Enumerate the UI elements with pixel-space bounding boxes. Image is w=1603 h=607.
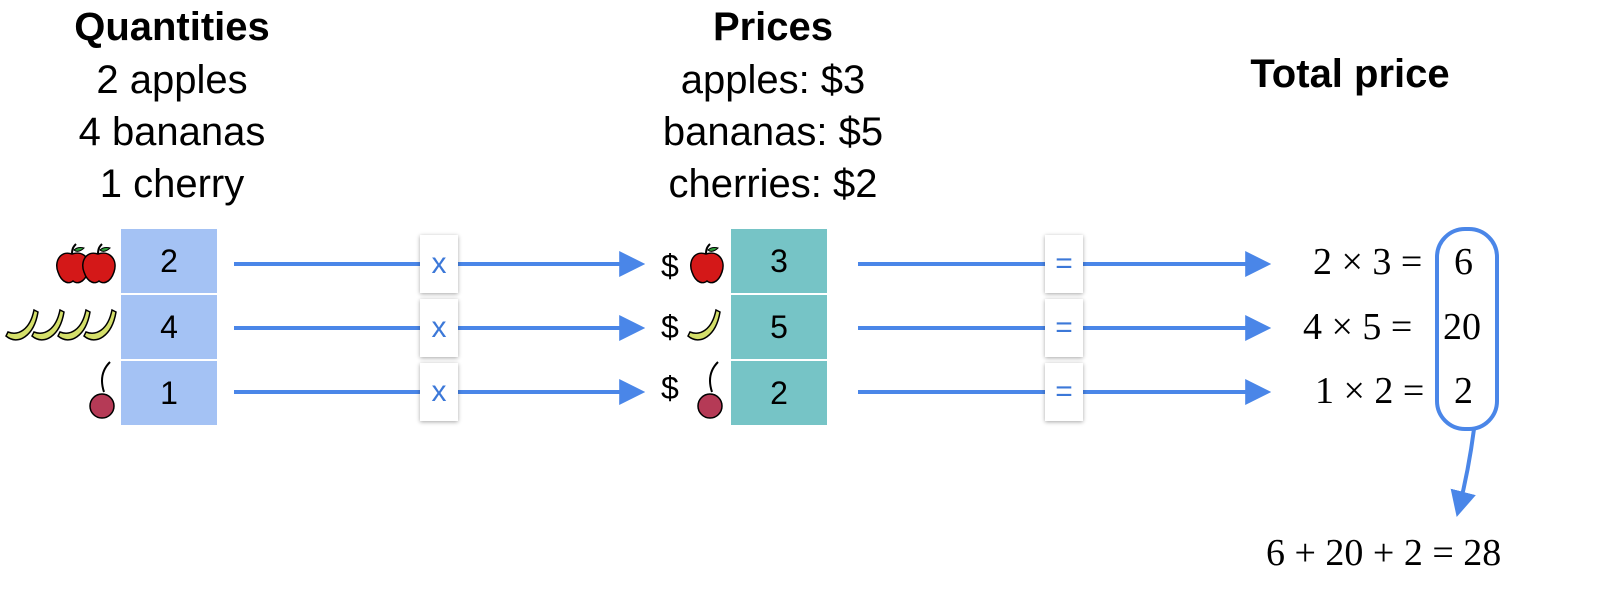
banana-icon — [687, 308, 721, 341]
quantity-line-1: 2 apples — [96, 58, 248, 102]
quantity-cell-cherries: 1 — [121, 361, 217, 425]
apple-icon — [82, 243, 116, 284]
banana-icon — [83, 308, 117, 341]
total-price-title: Total price — [1250, 52, 1450, 96]
cherry-icon — [89, 361, 115, 419]
multiply-operator: x — [420, 363, 458, 421]
multiply-operator: x — [420, 299, 458, 357]
sum-equation: 6 + 20 + 2 = 28 — [1266, 532, 1502, 574]
price-line-1: apples: $3 — [680, 58, 866, 102]
apple-icon — [690, 243, 724, 284]
product-result-row1: 6 — [1454, 241, 1473, 283]
product-equation-row3: 1 × 2 = — [1315, 370, 1425, 412]
equals-operator: = — [1045, 363, 1083, 421]
product-result-row2: 20 — [1443, 306, 1481, 348]
results-bracket — [1435, 227, 1499, 431]
prices-title: Prices — [712, 5, 834, 49]
quantity-cell-apples: 2 — [121, 229, 217, 293]
cherry-icon — [697, 361, 723, 419]
sum-arrow — [1450, 428, 1476, 518]
currency-symbol: $ — [661, 370, 679, 406]
quantities-title: Quantities — [74, 5, 270, 49]
product-equation-row1: 2 × 3 = — [1313, 241, 1423, 283]
price-line-3: cherries: $2 — [668, 162, 878, 206]
quantity-line-2: 4 bananas — [78, 110, 266, 154]
quantity-line-3: 1 cherry — [99, 162, 245, 206]
equals-operator: = — [1045, 299, 1083, 357]
currency-symbol: $ — [661, 248, 679, 284]
equals-operator: = — [1045, 235, 1083, 293]
price-cell-bananas: 5 — [731, 295, 827, 359]
currency-symbol: $ — [661, 309, 679, 345]
price-cell-apples: 3 — [731, 229, 827, 293]
product-result-row3: 2 — [1454, 370, 1473, 412]
banana-icon — [31, 308, 65, 341]
multiply-operator: x — [420, 235, 458, 293]
product-equation-row2: 4 × 5 = — [1303, 306, 1413, 348]
price-cell-cherries: 2 — [731, 361, 827, 425]
banana-icon — [57, 308, 91, 341]
price-line-2: bananas: $5 — [662, 110, 884, 154]
banana-icon — [5, 308, 39, 341]
quantity-cell-bananas: 4 — [121, 295, 217, 359]
